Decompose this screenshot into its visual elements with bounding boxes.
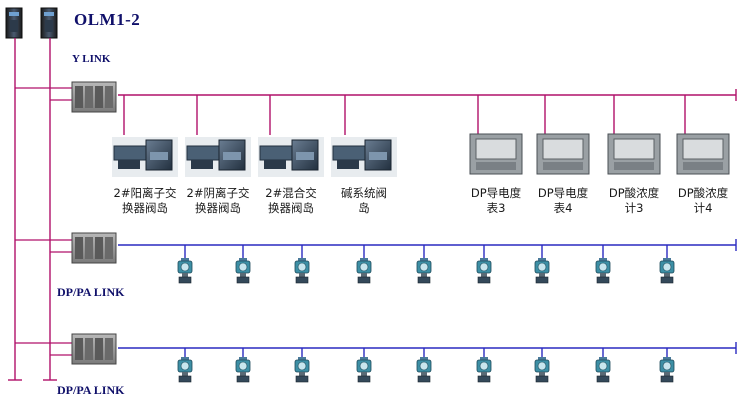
plc-rack-y-link xyxy=(71,81,117,113)
caption-line: 计3 xyxy=(624,201,644,215)
transmitter xyxy=(235,258,251,284)
transmitter xyxy=(659,357,675,383)
caption-line: DP酸浓度 xyxy=(608,186,660,200)
transmitter xyxy=(235,357,251,383)
dp-pa-link-label-2: DP/PA LINK xyxy=(57,383,125,397)
y-link-bus xyxy=(118,89,737,135)
caption-line: DP导电度 xyxy=(537,186,589,200)
meter-caption-3: DP酸浓度 计3 xyxy=(593,186,675,216)
caption-line: 岛 xyxy=(358,201,370,215)
olm-module-1 xyxy=(5,7,23,39)
plc-rack-dp-pa-1 xyxy=(71,232,117,264)
caption-line: 换器阀岛 xyxy=(122,201,168,215)
valve-island-2 xyxy=(185,137,251,177)
caption-line: 2#混合交 xyxy=(265,186,317,200)
caption-line: 2#阴离子交 xyxy=(186,186,250,200)
transmitter xyxy=(177,258,193,284)
transmitter xyxy=(294,357,310,383)
y-link-label: Y LINK xyxy=(72,53,111,65)
transmitter xyxy=(416,258,432,284)
valve-island-1 xyxy=(112,137,178,177)
transmitter xyxy=(534,357,550,383)
transmitter xyxy=(595,357,611,383)
plc-rack-dp-pa-2 xyxy=(71,333,117,365)
transmitter xyxy=(534,258,550,284)
caption-line: 表3 xyxy=(486,201,506,215)
transmitter-row-2 xyxy=(177,357,675,383)
valve-island-caption-2: 2#阴离子交 换器阀岛 xyxy=(177,186,259,216)
caption-line: 换器阀岛 xyxy=(195,201,241,215)
transmitter xyxy=(416,357,432,383)
transmitter xyxy=(595,258,611,284)
meter-2 xyxy=(536,133,590,175)
caption-line: 换器阀岛 xyxy=(268,201,314,215)
caption-line: DP导电度 xyxy=(470,186,522,200)
transmitter xyxy=(659,258,675,284)
dp-pa-link-label-1: DP/PA LINK xyxy=(57,285,125,299)
backbone-lines xyxy=(8,38,57,381)
valve-island-4 xyxy=(331,137,397,177)
transmitter xyxy=(356,357,372,383)
meter-caption-2: DP导电度 表4 xyxy=(522,186,604,216)
caption-line: DP酸浓度 xyxy=(677,186,729,200)
transmitter xyxy=(177,357,193,383)
meter-caption-4: DP酸浓度 计4 xyxy=(662,186,744,216)
diagram-title: OLM1-2 xyxy=(74,10,141,29)
caption-line: 2#阳离子交 xyxy=(113,186,177,200)
transmitter xyxy=(476,357,492,383)
caption-line: 计4 xyxy=(693,201,713,215)
transmitter xyxy=(476,258,492,284)
dp-pa-bus-2 xyxy=(118,342,737,357)
olm-module-2 xyxy=(40,7,58,39)
rack-branches xyxy=(15,87,72,356)
valve-island-caption-3: 2#混合交 换器阀岛 xyxy=(250,186,332,216)
transmitter xyxy=(294,258,310,284)
caption-line: 表4 xyxy=(553,201,573,215)
meter-4 xyxy=(676,133,730,175)
valve-island-caption-1: 2#阳离子交 换器阀岛 xyxy=(104,186,186,216)
valve-island-caption-4: 碱系统阀 岛 xyxy=(323,186,405,216)
transmitter-row-1 xyxy=(177,258,675,284)
dp-pa-bus-1 xyxy=(118,239,737,258)
valve-island-3 xyxy=(258,137,324,177)
transmitter xyxy=(356,258,372,284)
meter-1 xyxy=(469,133,523,175)
caption-line: 碱系统阀 xyxy=(341,186,387,200)
meter-3 xyxy=(607,133,661,175)
meter-caption-1: DP导电度 表3 xyxy=(455,186,537,216)
